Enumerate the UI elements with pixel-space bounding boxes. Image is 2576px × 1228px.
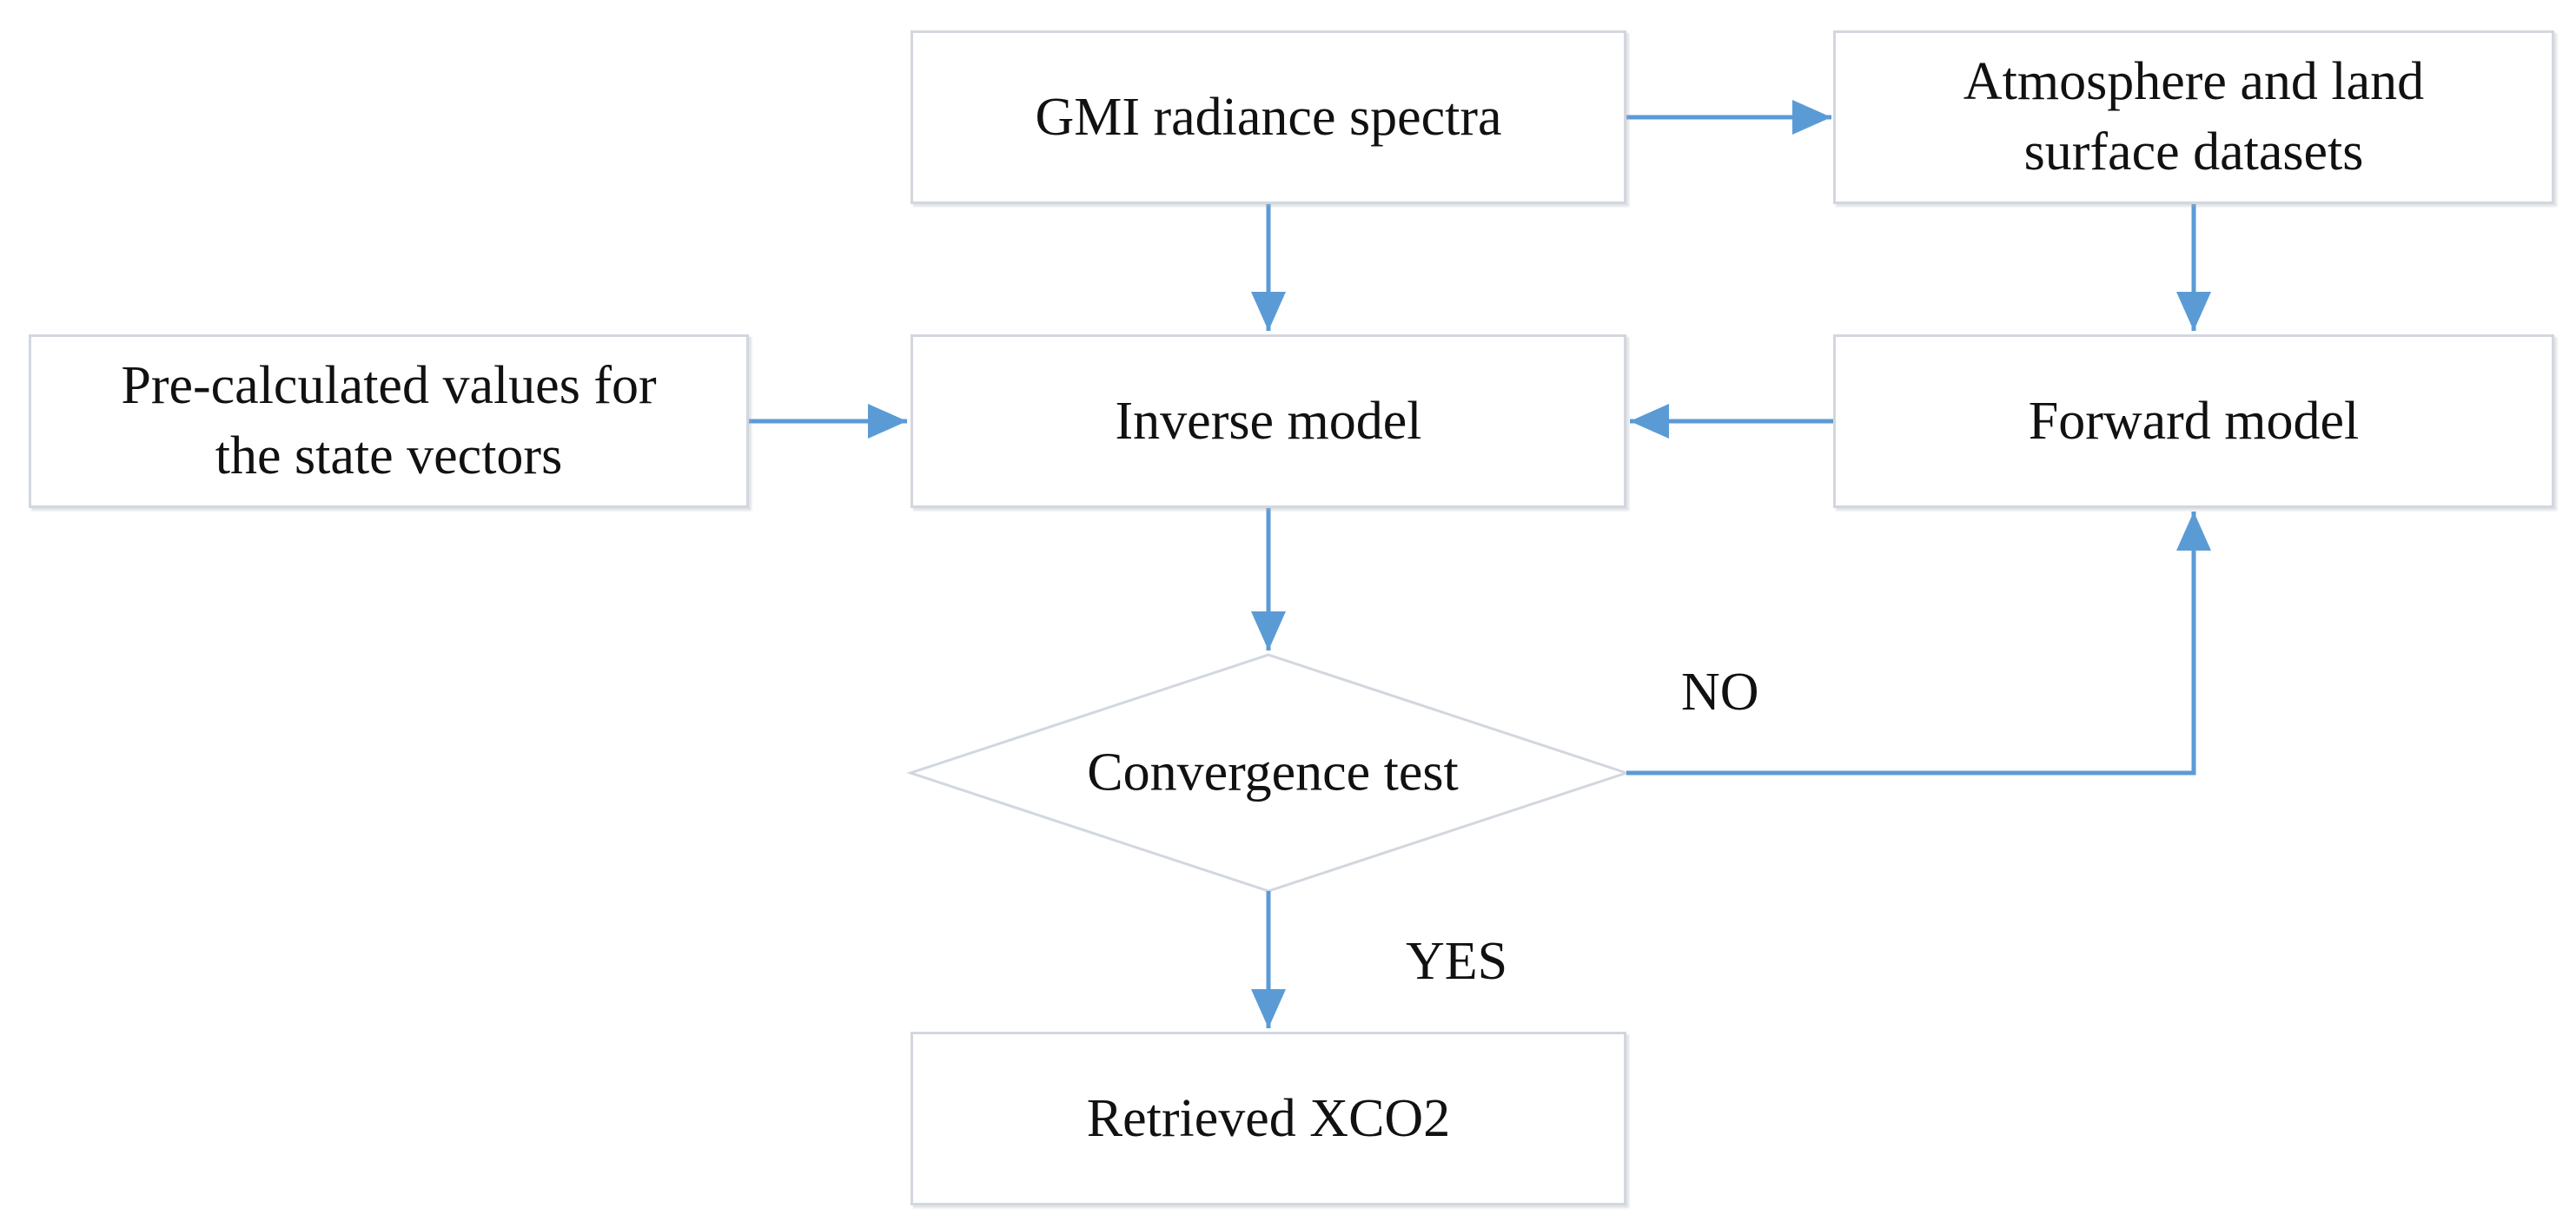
precalculated-values-box: Pre-calculated values for the state vect… (29, 334, 749, 508)
retrieved-xco2-label: Retrieved XCO2 (1086, 1088, 1451, 1148)
forward-model-box: Forward model (1833, 334, 2554, 508)
inverse-model-label: Inverse model (1115, 391, 1422, 451)
gmi-radiance-box: GMI radiance spectra (911, 30, 1626, 204)
arrow-convergence-no-to-forward (1626, 512, 2211, 776)
convergence-test-label: Convergence test (1087, 743, 1459, 802)
precalculated-values-label: Pre-calculated values for the state vect… (121, 356, 657, 485)
inverse-model-box: Inverse model (911, 334, 1626, 508)
yes-edge-label: YES (1406, 932, 1508, 991)
forward-model-label: Forward model (2028, 391, 2360, 451)
no-edge-label: NO (1681, 663, 1759, 722)
atmosphere-datasets-label: Atmosphere and land surface datasets (1963, 52, 2425, 182)
atmosphere-datasets-box: Atmosphere and land surface datasets (1833, 30, 2554, 204)
retrieved-xco2-box: Retrieved XCO2 (911, 1032, 1626, 1205)
gmi-radiance-label: GMI radiance spectra (1035, 87, 1502, 147)
